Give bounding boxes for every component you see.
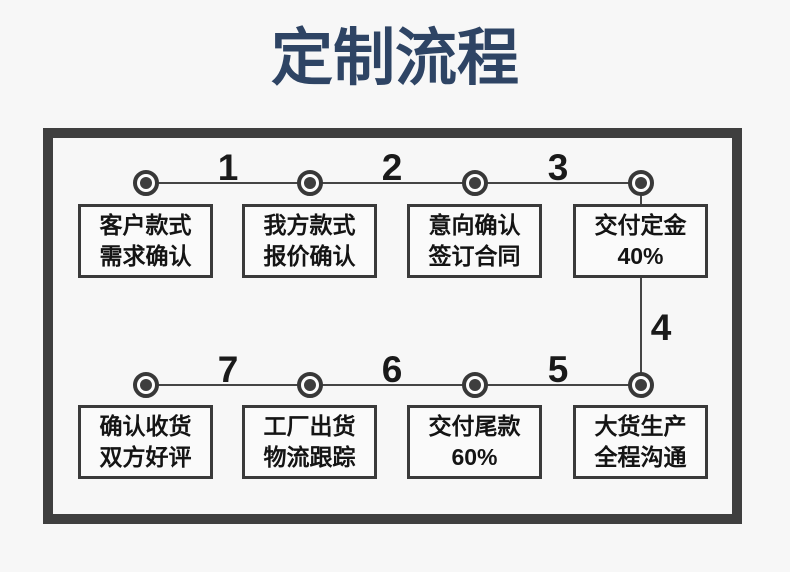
- node-dot: [140, 177, 152, 189]
- step-box-bulk-production-communication: 大货生产 全程沟通: [573, 405, 708, 479]
- edge-number-1: 1: [217, 147, 239, 188]
- flow-node-icon-4: [628, 170, 654, 196]
- flow-node-icon-8: [628, 372, 654, 398]
- edge-number-5: 5: [547, 349, 569, 390]
- step-box-intent-sign-contract: 意向确认 签订合同: [407, 204, 542, 278]
- step-box-factory-ship-tracking: 工厂出货 物流跟踪: [242, 405, 377, 479]
- flow-node-icon-5: [462, 372, 488, 398]
- node-dot: [635, 379, 647, 391]
- connector-line-right: [640, 183, 642, 386]
- step-box-confirm-receipt-review: 确认收货 双方好评: [78, 405, 213, 479]
- step-box-balance-60: 交付尾款 60%: [407, 405, 542, 479]
- flow-node-icon-1: [133, 170, 159, 196]
- edge-number-2: 2: [381, 147, 403, 188]
- node-dot: [469, 379, 481, 391]
- connector-line-top: [146, 182, 641, 184]
- edge-number-3: 3: [547, 147, 569, 188]
- edge-number-7: 7: [217, 349, 239, 390]
- step-box-our-quotation-confirm: 我方款式 报价确认: [242, 204, 377, 278]
- node-dot: [304, 177, 316, 189]
- step-box-deposit-40: 交付定金 40%: [573, 204, 708, 278]
- connector-line-bottom: [146, 384, 641, 386]
- flowchart-frame: [43, 128, 742, 524]
- flow-node-icon-7: [133, 372, 159, 398]
- node-dot: [635, 177, 647, 189]
- edge-number-6: 6: [381, 349, 403, 390]
- page-title: 定制流程: [270, 24, 519, 93]
- edge-number-4: 4: [650, 307, 672, 348]
- node-dot: [140, 379, 152, 391]
- node-dot: [304, 379, 316, 391]
- node-dot: [469, 177, 481, 189]
- flow-node-icon-6: [297, 372, 323, 398]
- flow-node-icon-3: [462, 170, 488, 196]
- step-box-customer-style-confirm: 客户款式 需求确认: [78, 204, 213, 278]
- flow-node-icon-2: [297, 170, 323, 196]
